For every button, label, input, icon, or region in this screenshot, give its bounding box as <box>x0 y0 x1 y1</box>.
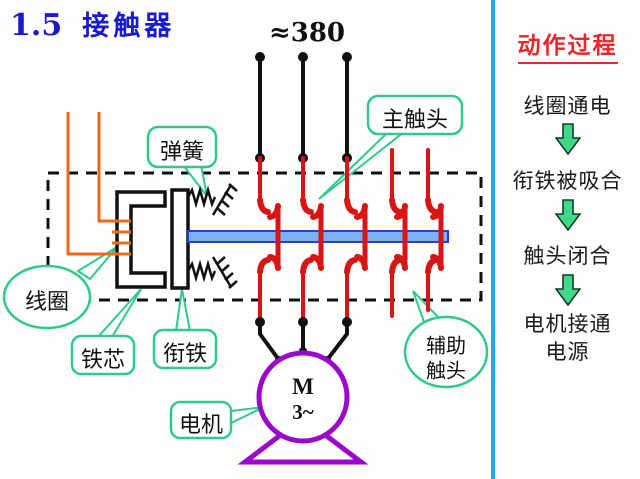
process-step-2: 衔铁被吸合 <box>512 169 623 193</box>
voltage-label: ≈380 <box>269 18 345 48</box>
aux-contacts-label-line2: 触头 <box>426 360 466 383</box>
page-title-text: 接触器 <box>82 11 176 41</box>
coil-pointer <box>76 246 118 281</box>
motor-symbol: M 3~ <box>237 350 369 465</box>
spring-label: 弹簧 <box>160 139 204 164</box>
armature-bubble <box>152 328 218 370</box>
bottom-spring-anchor <box>211 256 238 289</box>
bottom-spring <box>186 259 217 283</box>
armature-pointer <box>174 288 192 332</box>
top-spring-anchor <box>211 183 238 216</box>
top-spring <box>186 185 217 209</box>
motor-label-bubble <box>169 400 233 440</box>
down-arrow-icon <box>495 123 640 160</box>
motor-3ph-text: 3~ <box>292 400 314 424</box>
coil-bubble <box>2 264 92 330</box>
process-step-4-line1: 电机接通 <box>523 312 612 336</box>
main-contact-assembly <box>257 156 281 322</box>
insulating-bar <box>187 230 449 243</box>
down-arrow-icon <box>495 199 640 236</box>
iron-core-shape <box>115 190 167 289</box>
contacts <box>257 148 444 322</box>
iron-core-bubble <box>70 334 136 376</box>
aux-contacts-bubble <box>403 315 489 389</box>
page-title-number: 1.5 <box>10 8 63 43</box>
armature-label: 衔铁 <box>163 341 207 366</box>
supply-wires <box>258 57 349 158</box>
aux-contacts-label-line1: 辅助 <box>426 335 466 358</box>
contactor-diagram: M 3~ ≈380 弹簧 主触头 线圈 铁芯 衔铁 辅助 触头 电机 <box>2 18 489 465</box>
aux-contact-assembly <box>425 148 444 312</box>
contactor-boundary <box>46 171 483 302</box>
down-arrow-icon <box>495 274 640 311</box>
process-step-1: 线圈通电 <box>523 94 612 118</box>
main-contact-assembly <box>300 156 324 322</box>
spring-bubble <box>146 125 218 169</box>
iron-core-label: 铁芯 <box>81 347 125 372</box>
motor-label: 电机 <box>179 412 223 437</box>
coil-windings <box>66 112 131 256</box>
iron-core-pointer <box>95 288 142 338</box>
panel-separator <box>491 0 495 479</box>
coil-label: 线圈 <box>25 289 69 314</box>
aux-contact-assembly <box>389 148 408 318</box>
armature-shape <box>170 188 190 290</box>
electromagnet <box>115 183 238 290</box>
main-contacts-bubble <box>366 94 464 136</box>
process-step-3: 触头闭合 <box>523 244 612 268</box>
panel-title: 动作过程 <box>517 26 618 64</box>
main-contacts-label: 主触头 <box>382 107 448 132</box>
process-step-4-line2: 电源 <box>545 340 590 364</box>
page-title: 1.5 接触器 <box>10 4 175 43</box>
callout-bubbles <box>2 94 489 440</box>
main-contact-assembly <box>344 156 368 322</box>
motor-m-text: M <box>292 374 314 399</box>
action-process-panel: 动作过程 线圈通电 衔铁被吸合 触头闭合 电机接通 电源 <box>495 0 640 479</box>
